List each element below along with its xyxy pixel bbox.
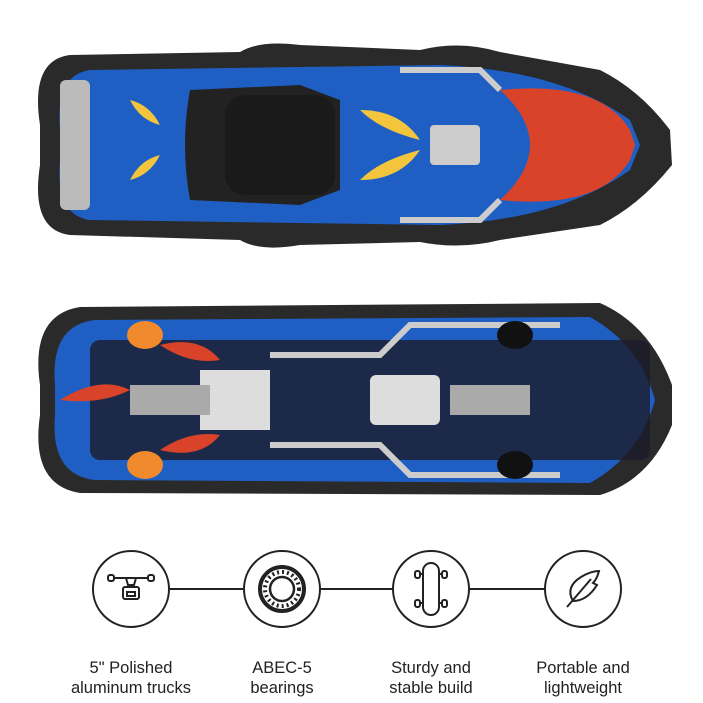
skateboard-icon [392,550,470,628]
bearing-icon [243,550,321,628]
skateboard-bottom-view [38,303,673,495]
connector-line [131,588,583,590]
skateboard-top-view [38,43,672,248]
truck-icon [92,550,170,628]
feather-icon [544,550,622,628]
